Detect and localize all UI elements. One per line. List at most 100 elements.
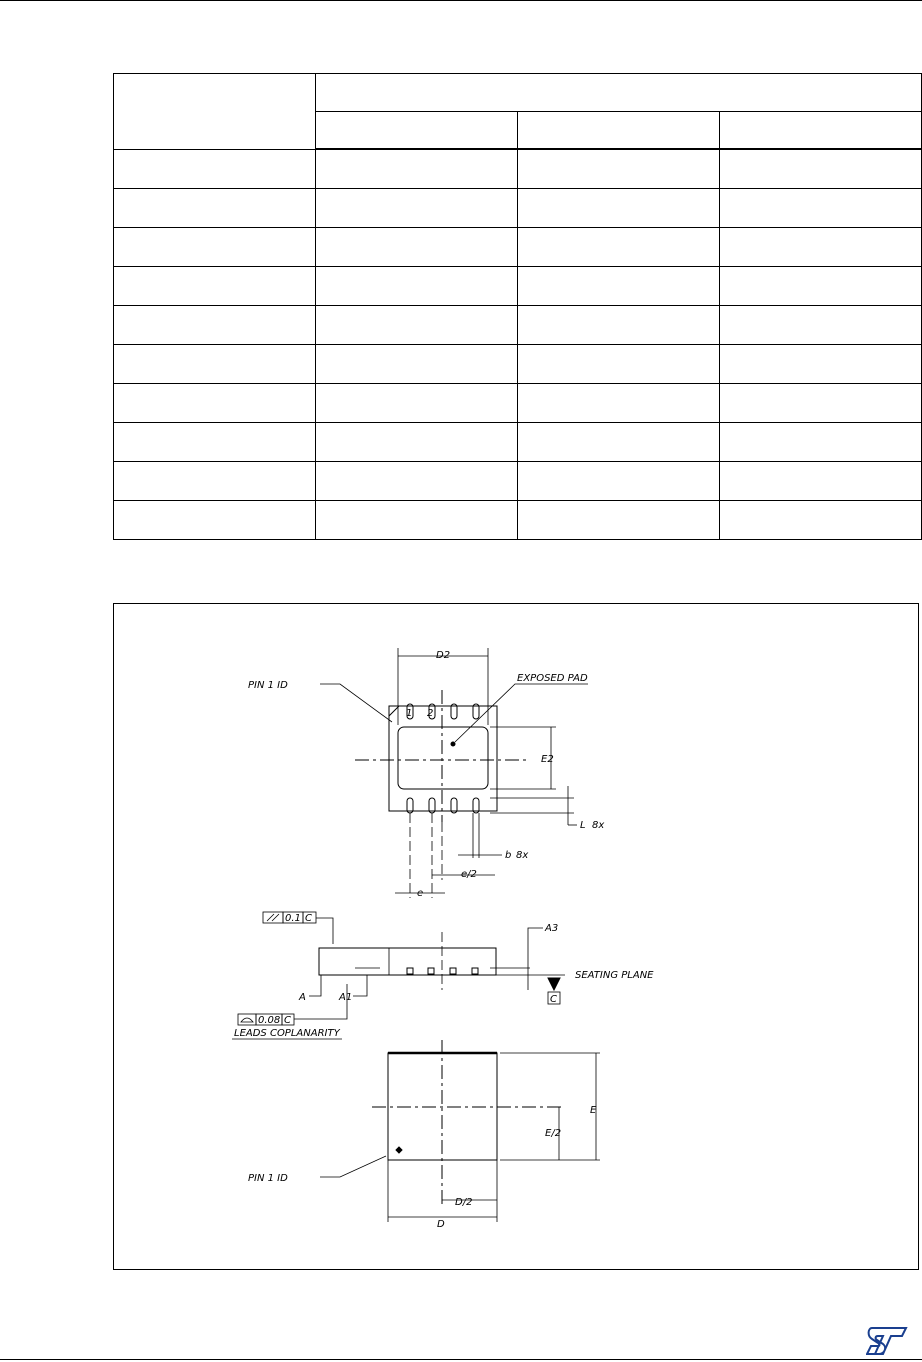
table-cell — [315, 461, 518, 501]
bottom-view — [320, 1040, 600, 1222]
st-logo — [866, 1327, 908, 1355]
table-cell — [718, 500, 922, 540]
table-cell — [315, 500, 518, 540]
table-cell — [718, 227, 922, 267]
pin1-leader-top — [320, 683, 393, 723]
top-view-labels: D2 PIN 1 ID 1 2 EXPOSED PAD E2 L 8x b 8x… — [248, 650, 604, 899]
table-cell — [718, 188, 922, 228]
table-cell — [517, 227, 720, 267]
table-row — [113, 383, 922, 423]
e2-label: E2 — [541, 754, 554, 765]
pad-marker-dot — [450, 741, 456, 747]
package-body-top — [388, 705, 498, 812]
lead-top-4 — [472, 703, 480, 720]
coplanarity-datum: C — [284, 1015, 291, 1026]
header-rule — [0, 0, 922, 1]
e-label: E — [590, 1105, 597, 1116]
table-cell — [517, 344, 720, 384]
parallelism-tolerance: 0.1 — [285, 913, 301, 924]
pin1-id-label-top: PIN 1 ID — [248, 680, 288, 691]
b-multiplier-label: 8x — [516, 850, 528, 861]
lead-top-1 — [406, 703, 414, 720]
a1-label: A1 — [338, 992, 352, 1003]
pin1-id-label-bottom: PIN 1 ID — [248, 1173, 288, 1184]
a1-leader — [353, 975, 368, 997]
a-label: A — [298, 992, 306, 1003]
d-label: D — [437, 1219, 445, 1230]
lead-bottom-4 — [472, 797, 480, 814]
e-half-label-bottom: E/2 — [545, 1128, 561, 1139]
table-cell — [113, 500, 316, 540]
coplanarity-tolerance: 0.08 — [258, 1015, 280, 1026]
table-row — [113, 344, 922, 384]
lead-bottom-3 — [450, 797, 458, 814]
parallelism-symbol-box — [262, 911, 284, 924]
footer-rule — [0, 1359, 922, 1360]
pin-number-2: 2 — [427, 708, 433, 719]
top-view — [320, 648, 588, 898]
datum-c-box — [547, 991, 561, 1005]
table-cell — [315, 383, 518, 423]
table-row — [113, 188, 922, 228]
table-cell — [718, 148, 922, 189]
table-cell — [315, 188, 518, 228]
parallelism-datum: C — [305, 913, 312, 924]
table-cell — [517, 188, 720, 228]
table-row — [113, 500, 922, 540]
bottom-view-labels: E E/2 PIN 1 ID D/2 D — [248, 1105, 597, 1230]
table-cell — [315, 305, 518, 345]
b-label: b — [505, 850, 511, 861]
table-cell — [113, 422, 316, 462]
pin1-dot-bottom — [395, 1146, 403, 1154]
a-leader — [309, 975, 322, 997]
side-lead-3 — [449, 967, 457, 975]
pin-number-1: 1 — [406, 708, 412, 719]
dimensions-table — [113, 73, 922, 540]
package-outline-figure — [113, 603, 919, 1270]
table-row — [113, 227, 922, 267]
side-lead-1 — [406, 967, 414, 975]
table-cell — [718, 461, 922, 501]
exposed-pad-leader — [454, 683, 588, 743]
table-header-cell — [113, 73, 316, 150]
exposed-pad-label: EXPOSED PAD — [517, 673, 588, 684]
side-view-labels: 0.1 C A3 SEATING PLANE C A A1 0.08 C LEA… — [234, 913, 654, 1039]
table-header-cell — [314, 73, 922, 112]
table-row — [113, 305, 922, 345]
l-multiplier-label: 8x — [592, 820, 604, 831]
table-cell — [517, 383, 720, 423]
e-pitch-label: e — [417, 888, 423, 899]
table-cell — [718, 383, 922, 423]
lead-top-2 — [428, 703, 436, 720]
side-lead-2 — [427, 967, 435, 975]
a3-label: A3 — [544, 923, 558, 934]
pin1-chamfer — [388, 705, 400, 717]
table-header-cell — [315, 111, 518, 150]
coplanarity-symbol-box — [237, 1013, 257, 1026]
side-view — [232, 911, 565, 1040]
e-half-label: e/2 — [461, 869, 477, 880]
datum-c-label: C — [550, 994, 557, 1005]
table-header-row — [113, 73, 922, 150]
table-cell — [315, 344, 518, 384]
table-cell — [718, 305, 922, 345]
datum-c-triangle — [547, 977, 561, 992]
d2-label: D2 — [436, 650, 450, 661]
seating-plane-label: SEATING PLANE — [575, 970, 654, 981]
l-label: L — [580, 820, 586, 831]
exposed-pad — [397, 726, 489, 790]
a3-leader — [527, 927, 543, 990]
pin1-leader-bottom — [320, 1155, 387, 1178]
table-cell — [718, 422, 922, 462]
table-cell — [113, 227, 316, 267]
table-cell — [315, 227, 518, 267]
table-cell — [517, 500, 720, 540]
lead-top-3 — [450, 703, 458, 720]
table-cell — [517, 148, 720, 189]
table-cell — [315, 148, 518, 189]
leads-coplanarity-label: LEADS COPLANARITY — [234, 1028, 341, 1039]
table-cell — [718, 266, 922, 306]
table-subheader-row — [114, 111, 922, 150]
d-half-label: D/2 — [455, 1197, 472, 1208]
